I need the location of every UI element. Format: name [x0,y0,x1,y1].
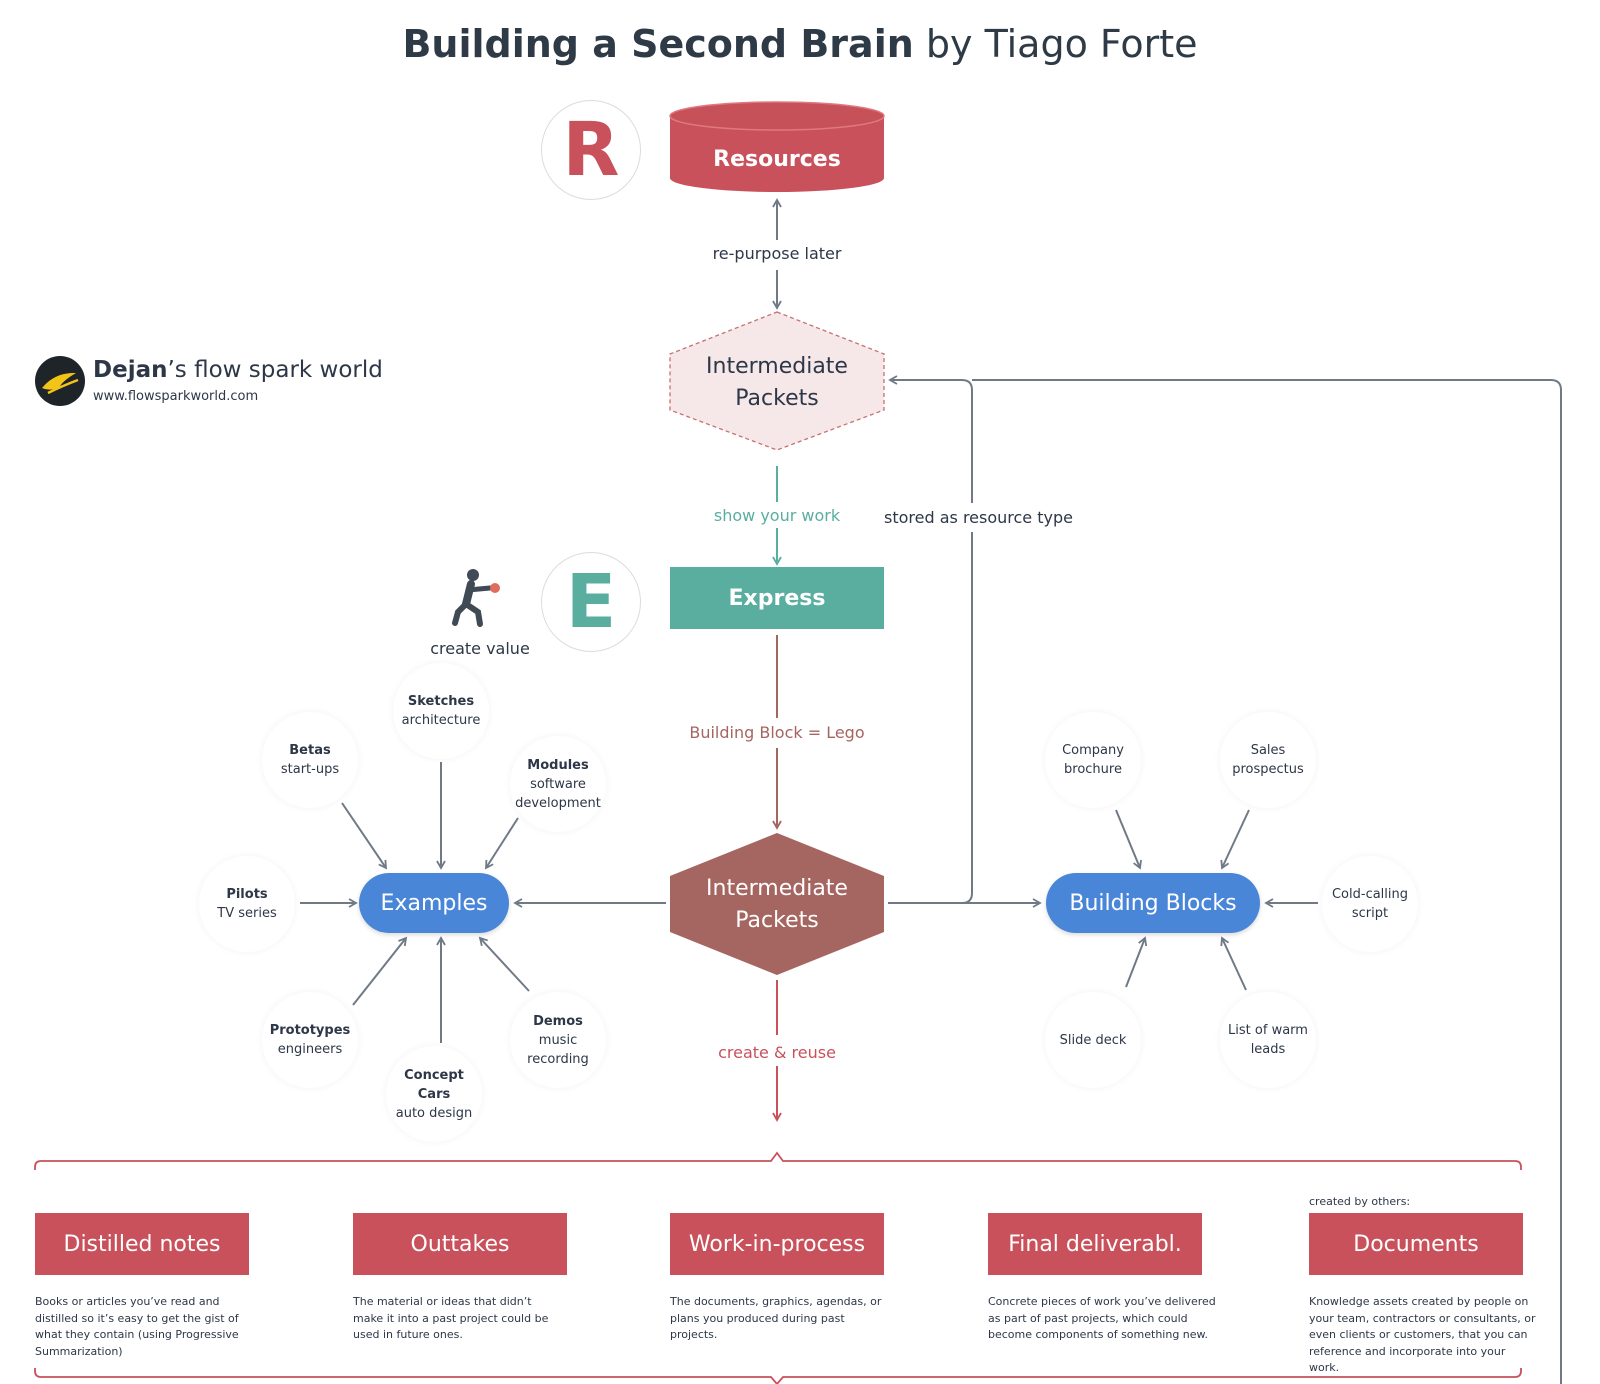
block-node-sales-prospectus: Sales prospectus [1220,712,1316,808]
created-by-others-label: created by others: [1309,1195,1411,1208]
building-block-spokes [1115,809,1318,991]
category-bracket-bottom [34,1368,1522,1384]
e-letter-circle: E [541,552,641,652]
express-box: Express [670,567,884,629]
intermediate-packets-main-label: Intermediate Packets [670,873,884,937]
category-outtakes-desc: The material or ideas that didn’t make i… [353,1295,549,1341]
create-reuse-label: create & reuse [718,1043,836,1062]
right-feedback-line [972,379,1562,1384]
category-distilled-notes-desc: Books or articles you’ve read and distil… [35,1295,239,1358]
example-spokes [300,762,530,1043]
runner-icon [452,569,500,627]
stored-label: stored as resource type [882,508,1075,527]
example-node-demos: Demos music recording [510,992,606,1088]
example-node-title: Prototypes [269,1023,351,1038]
example-node-text: software development [515,776,601,811]
example-node-concept-cars: Concept Cars auto design [386,1046,482,1142]
block-node-slide-deck: Slide deck [1045,992,1141,1088]
example-node-sketches: Sketches architecture [393,663,489,759]
example-node-text: architecture [401,713,481,728]
example-node-text: TV series [217,906,277,921]
category-work-in-process-desc: The documents, graphics, agendas, or pla… [670,1295,882,1341]
block-node-text: Cold-calling script [1331,887,1409,921]
example-node-text: start-ups [280,762,340,777]
example-node-text: music recording [527,1032,589,1067]
block-node-warm-leads: List of warm leads [1220,992,1316,1088]
example-node-modules: Modules software development [510,736,606,832]
category-outtakes: Outtakes [353,1213,567,1275]
intermediate-packets-main-line1: Intermediate [706,876,848,901]
show-work-label: show your work [713,506,841,525]
stored-loop-line-bottom [888,532,973,904]
example-node-title: Concept Cars [404,1067,464,1102]
brand-logo [35,356,85,406]
example-node-title: Sketches [407,694,475,709]
examples-pill: Examples [359,873,509,933]
brand-name-bold: Dejan [93,357,168,383]
example-node-pilots: Pilots TV series [199,856,295,952]
example-node-betas: Betas start-ups [262,712,358,808]
example-node-title: Modules [527,757,589,773]
block-node-text: Company brochure [1062,743,1124,777]
example-node-title: Demos [533,1013,583,1029]
r-letter-circle: R [541,100,641,200]
block-node-cold-calling-script: Cold-calling script [1322,856,1418,952]
resources-label: Resources [713,147,841,172]
category-bracket-top [34,1151,1522,1170]
intermediate-packets-top-label: Intermediate Packets [670,351,884,415]
example-node-text: auto design [395,1105,473,1121]
example-node-title: Pilots [226,887,268,902]
category-documents: Documents [1309,1213,1523,1275]
brand-name-rest: ’s flow spark world [167,357,383,383]
intermediate-packets-top-line1: Intermediate [706,354,848,379]
brand-url: www.flowsparkworld.com [93,389,259,404]
block-node-company-brochure: Company brochure [1045,712,1141,808]
category-final-deliverables: Final deliverabl. [988,1213,1202,1275]
stored-loop-line-top [888,375,973,503]
example-node-prototypes: Prototypes engineers [262,992,358,1088]
create-value-label: create value [430,639,530,658]
example-node-text: engineers [277,1042,343,1057]
page-title-bold: Building a Second Brain [402,22,914,66]
repurpose-label: re-purpose later [712,244,842,263]
intermediate-packets-top-hexagon [669,311,885,451]
category-documents-desc: Knowledge assets created by people on yo… [1309,1295,1536,1374]
intermediate-packets-top-line2: Packets [735,386,819,411]
page-title: Building a Second Brain by Tiago Forte [0,22,1600,66]
resources-cylinder [669,101,885,192]
example-node-title: Betas [289,743,331,758]
category-final-deliverables-desc: Concrete pieces of work you’ve delivered… [988,1295,1216,1341]
intermediate-packets-main-line2: Packets [735,908,819,933]
block-node-text: Slide deck [1059,1032,1127,1048]
brand-name: Dejan’s flow spark world [93,357,383,383]
category-distilled-notes: Distilled notes [35,1213,249,1275]
building-block-label: Building Block = Lego [689,723,865,742]
category-work-in-process: Work-in-process [670,1213,884,1275]
page-title-author: by Tiago Forte [925,22,1198,66]
building-blocks-pill: Building Blocks [1046,873,1260,933]
block-node-text: Sales prospectus [1232,743,1304,777]
intermediate-packets-main-hexagon [670,833,884,975]
block-node-text: List of warm leads [1228,1023,1308,1057]
